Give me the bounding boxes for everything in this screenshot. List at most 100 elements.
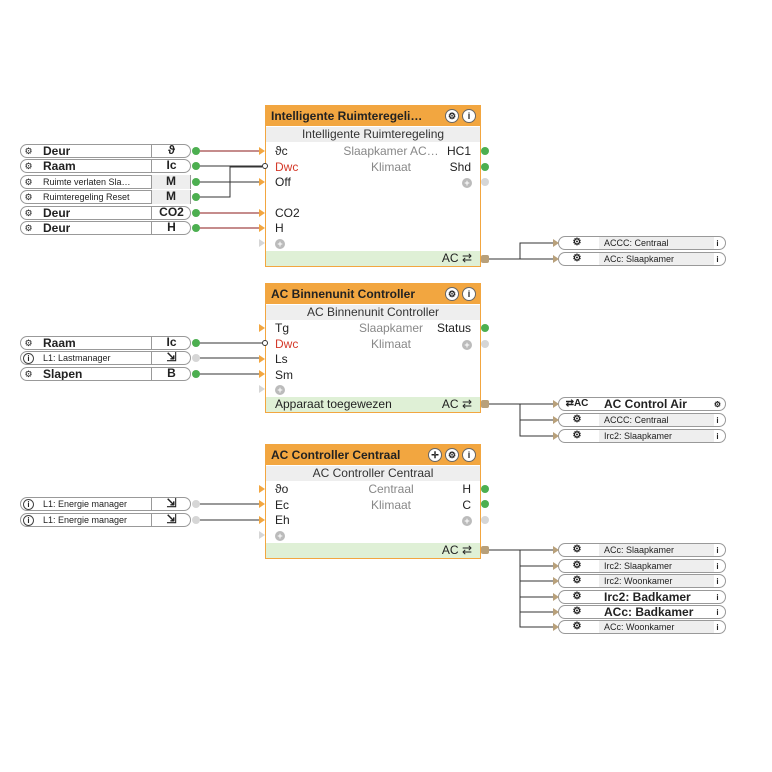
input-port[interactable] [553,432,559,440]
input-port[interactable] [259,385,265,393]
target-entry[interactable]: ACCC: Centraal [553,236,726,250]
gear-icon[interactable] [561,253,593,265]
info-icon[interactable] [462,287,476,301]
info-icon[interactable] [712,561,723,572]
input-port[interactable] [553,239,559,247]
output-port[interactable] [481,163,489,171]
ac-output-port[interactable] [481,255,489,263]
add-output-icon[interactable] [462,178,472,188]
target-entry[interactable]: ACCC: Centraal [553,413,726,427]
output-port[interactable] [481,340,489,348]
gear-icon[interactable] [561,430,593,442]
info-icon[interactable] [23,515,34,526]
ac-output-port[interactable] [481,400,489,408]
input-port[interactable] [553,546,559,554]
gear-icon[interactable] [23,223,34,234]
move-icon[interactable] [428,448,442,462]
gear-icon[interactable] [445,448,459,462]
gear-icon[interactable] [445,109,459,123]
output-port[interactable] [192,370,200,378]
output-port[interactable] [192,209,200,217]
output-port[interactable] [481,178,489,186]
input-port[interactable] [553,577,559,585]
output-port[interactable] [481,485,489,493]
input-port[interactable] [259,355,265,363]
source-entry-ruimte-verlaten[interactable]: Ruimte verlaten Sla… M [20,175,200,189]
ac-output-port[interactable] [481,546,489,554]
info-icon[interactable] [712,607,723,618]
target-entry-ac-control-air[interactable]: ⇄AC AC Control Air [553,397,726,411]
info-icon[interactable] [712,254,723,265]
input-port-connected[interactable] [262,163,268,169]
block-header[interactable]: Intelligente Ruimteregeli… [266,106,480,126]
input-port[interactable] [553,608,559,616]
input-port[interactable] [259,324,265,332]
output-port[interactable] [481,324,489,332]
output-port[interactable] [192,500,200,508]
info-icon[interactable] [712,576,723,587]
output-port[interactable] [481,500,489,508]
gear-icon[interactable] [23,338,34,349]
gear-icon[interactable] [561,606,593,618]
block-header[interactable]: AC Binnenunit Controller [266,284,480,304]
info-icon[interactable] [712,415,723,426]
add-input-icon[interactable] [275,239,285,249]
target-entry[interactable]: ACc: Slaapkamer [553,252,726,266]
input-port[interactable] [259,147,265,155]
gear-icon[interactable] [23,369,34,380]
add-input-icon[interactable] [275,385,285,395]
source-entry-energie-manager[interactable]: L1: Energie manager [20,513,200,527]
input-port[interactable] [553,623,559,631]
input-port[interactable] [259,178,265,186]
input-port[interactable] [259,370,265,378]
gear-icon[interactable] [23,208,34,219]
input-port[interactable] [259,239,265,247]
output-port[interactable] [192,354,200,362]
output-port[interactable] [192,147,200,155]
block-intelligente-ruimteregeling[interactable]: Intelligente Ruimteregeli… Intelligente … [265,105,481,267]
block-ac-binnenunit-controller[interactable]: AC Binnenunit Controller AC Binnenunit C… [265,283,481,413]
output-port[interactable] [192,339,200,347]
gear-icon[interactable] [23,177,34,188]
gear-icon[interactable] [23,146,34,157]
source-entry-deur[interactable]: Deur ϑ [20,144,200,158]
info-icon[interactable] [712,238,723,249]
input-port[interactable] [259,209,265,217]
info-icon[interactable] [712,545,723,556]
target-entry[interactable]: Irc2: Badkamer [553,590,726,604]
input-port[interactable] [259,485,265,493]
add-output-icon[interactable] [462,340,472,350]
target-entry[interactable]: Irc2: Woonkamer [553,574,726,588]
output-port[interactable] [481,516,489,524]
output-port[interactable] [192,162,200,170]
input-port[interactable] [259,531,265,539]
source-entry-slapen[interactable]: Slapen B [20,367,200,381]
info-icon[interactable] [23,499,34,510]
info-icon[interactable] [23,353,34,364]
output-port[interactable] [192,178,200,186]
target-entry[interactable]: ACc: Woonkamer [553,620,726,634]
input-port[interactable] [553,416,559,424]
gear-icon[interactable] [561,560,593,572]
gear-icon[interactable] [23,192,34,203]
target-entry[interactable]: Irc2: Slaapkamer [553,559,726,573]
input-port[interactable] [259,500,265,508]
input-port-connected[interactable] [262,340,268,346]
output-port[interactable] [481,147,489,155]
source-entry-energie-manager[interactable]: L1: Energie manager [20,497,200,511]
info-icon[interactable] [712,431,723,442]
gear-icon[interactable] [561,237,593,249]
input-port[interactable] [553,255,559,263]
source-entry-lastmanager[interactable]: L1: Lastmanager [20,351,200,365]
gear-icon[interactable] [23,161,34,172]
target-entry[interactable]: ACc: Badkamer [553,605,726,619]
source-entry-ruimteregeling-reset[interactable]: Ruimteregeling Reset M [20,190,200,204]
gear-icon[interactable] [561,414,593,426]
input-port[interactable] [553,562,559,570]
output-port[interactable] [192,224,200,232]
target-entry[interactable]: Irc2: Slaapkamer [553,429,726,443]
source-entry-raam[interactable]: Raam Ic [20,336,200,350]
gear-icon[interactable] [445,287,459,301]
block-header[interactable]: AC Controller Centraal [266,445,480,465]
add-input-icon[interactable] [275,531,285,541]
